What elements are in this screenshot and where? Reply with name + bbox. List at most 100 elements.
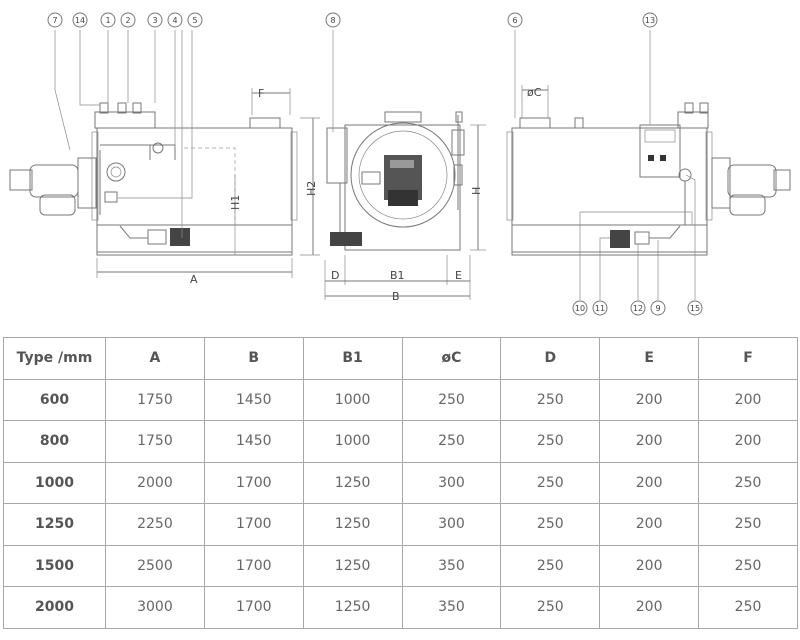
cell-phiC: 250 bbox=[401, 378, 502, 421]
dim-label-H1: H1 bbox=[229, 195, 242, 210]
cell-D: 250 bbox=[500, 461, 601, 504]
cell-phiC: 300 bbox=[401, 461, 502, 504]
callout-13: 13 bbox=[642, 12, 658, 28]
cell-B1: 1250 bbox=[302, 503, 403, 546]
base-frame-side bbox=[96, 224, 293, 256]
callout-1: 1 bbox=[100, 12, 116, 28]
cell-E: 200 bbox=[599, 586, 700, 629]
callout-10-number: 10 bbox=[575, 304, 585, 313]
cell-F: 250 bbox=[698, 544, 798, 587]
cell-B1: 1250 bbox=[302, 544, 403, 587]
cell-E: 200 bbox=[599, 461, 700, 504]
table-row: 800 1750 1450 1000 250 250 200 200 bbox=[3, 420, 798, 463]
cell-B: 1700 bbox=[203, 544, 304, 587]
cell-B1: 1000 bbox=[302, 378, 403, 421]
dim-label-H: H bbox=[470, 187, 483, 195]
cell-B1: 1000 bbox=[302, 420, 403, 463]
dimension-spec-table: Type /mm A B B1 øC D E F 600 1750 1450 1… bbox=[3, 337, 798, 629]
cell-type: 1500 bbox=[3, 544, 106, 587]
control-panel-rear bbox=[639, 124, 681, 178]
burner-right bbox=[711, 157, 791, 216]
header-A: A bbox=[105, 337, 205, 380]
callout-8: 8 bbox=[325, 12, 341, 28]
cell-A: 1750 bbox=[105, 378, 205, 421]
callout-5-number: 5 bbox=[192, 16, 197, 25]
table-row: 1250 2250 1700 1250 300 250 200 250 bbox=[3, 503, 798, 546]
cell-E: 200 bbox=[599, 544, 700, 587]
cell-F: 250 bbox=[698, 586, 798, 629]
dim-label-B1: B1 bbox=[390, 269, 405, 282]
callout-14-number: 14 bbox=[75, 16, 85, 25]
callout-5: 5 bbox=[187, 12, 203, 28]
cell-E: 200 bbox=[599, 503, 700, 546]
callout-8-number: 8 bbox=[330, 16, 335, 25]
control-panel-front bbox=[326, 127, 348, 184]
callout-11-number: 11 bbox=[595, 304, 605, 313]
cell-B: 1700 bbox=[203, 503, 304, 546]
dim-label-phiC: øC bbox=[527, 86, 542, 99]
callout-13-number: 13 bbox=[645, 16, 655, 25]
burner-left bbox=[9, 157, 97, 216]
callout-3-number: 3 bbox=[152, 16, 157, 25]
cell-type: 1250 bbox=[3, 503, 106, 546]
table-header-row: Type /mm A B B1 øC D E F bbox=[3, 337, 798, 380]
dim-label-H2: H2 bbox=[305, 181, 318, 196]
front-view: D B1 E B H bbox=[324, 30, 486, 303]
cell-B: 1450 bbox=[203, 378, 304, 421]
header-phiC: øC bbox=[401, 337, 502, 380]
cell-B1: 1250 bbox=[302, 586, 403, 629]
cell-type: 800 bbox=[3, 420, 106, 463]
callout-1-number: 1 bbox=[105, 16, 110, 25]
boiler-technical-drawing: F A H1 H2 D B1 E B bbox=[9, 12, 791, 316]
cell-F: 200 bbox=[698, 378, 798, 421]
callout-14: 14 bbox=[72, 12, 88, 28]
callout-2-number: 2 bbox=[125, 16, 130, 25]
callout-4: 4 bbox=[167, 12, 183, 28]
cell-F: 200 bbox=[698, 420, 798, 463]
callout-11: 11 bbox=[592, 300, 608, 316]
table-row: 600 1750 1450 1000 250 250 200 200 bbox=[3, 378, 798, 421]
dim-label-F: F bbox=[258, 87, 264, 100]
callout-6: 6 bbox=[507, 12, 523, 28]
side-view: F A H1 H2 bbox=[9, 30, 320, 286]
callout-15-number: 15 bbox=[690, 304, 700, 313]
cell-type: 1000 bbox=[3, 461, 106, 504]
callout-4-number: 4 bbox=[172, 16, 177, 25]
header-B: B bbox=[203, 337, 304, 380]
callout-2: 2 bbox=[120, 12, 136, 28]
callout-9: 9 bbox=[650, 300, 666, 316]
cell-type: 600 bbox=[3, 378, 106, 421]
callout-6-number: 6 bbox=[512, 16, 517, 25]
cell-B: 1450 bbox=[203, 420, 304, 463]
cell-D: 250 bbox=[500, 420, 601, 463]
cell-phiC: 300 bbox=[401, 503, 502, 546]
dim-label-D: D bbox=[331, 269, 339, 282]
callout-12: 12 bbox=[630, 300, 646, 316]
cell-B1: 1250 bbox=[302, 461, 403, 504]
cell-B: 1700 bbox=[203, 461, 304, 504]
cell-phiC: 350 bbox=[401, 586, 502, 629]
cell-F: 250 bbox=[698, 503, 798, 546]
cell-phiC: 250 bbox=[401, 420, 502, 463]
callout-15: 15 bbox=[687, 300, 703, 316]
callout-7: 7 bbox=[47, 12, 63, 28]
cell-E: 200 bbox=[599, 378, 700, 421]
dim-label-B: B bbox=[392, 290, 400, 303]
table-row: 2000 3000 1700 1250 350 250 200 250 bbox=[3, 586, 798, 629]
callout-9-number: 9 bbox=[655, 304, 660, 313]
callouts: 7 14 1 2 3 4 5 8 6 13 10 11 12 9 15 bbox=[47, 12, 703, 316]
cell-D: 250 bbox=[500, 503, 601, 546]
cell-B: 1700 bbox=[203, 586, 304, 629]
boiler-body-side bbox=[96, 127, 293, 226]
header-F: F bbox=[698, 337, 798, 380]
callout-12-number: 12 bbox=[633, 304, 643, 313]
table-row: 1500 2500 1700 1250 350 250 200 250 bbox=[3, 544, 798, 587]
cell-A: 2000 bbox=[105, 461, 205, 504]
cell-type: 2000 bbox=[3, 586, 106, 629]
cell-F: 250 bbox=[698, 461, 798, 504]
header-B1: B1 bbox=[302, 337, 403, 380]
cell-D: 250 bbox=[500, 378, 601, 421]
callout-7-number: 7 bbox=[52, 16, 57, 25]
rear-view: øC bbox=[506, 30, 791, 300]
callout-3: 3 bbox=[147, 12, 163, 28]
